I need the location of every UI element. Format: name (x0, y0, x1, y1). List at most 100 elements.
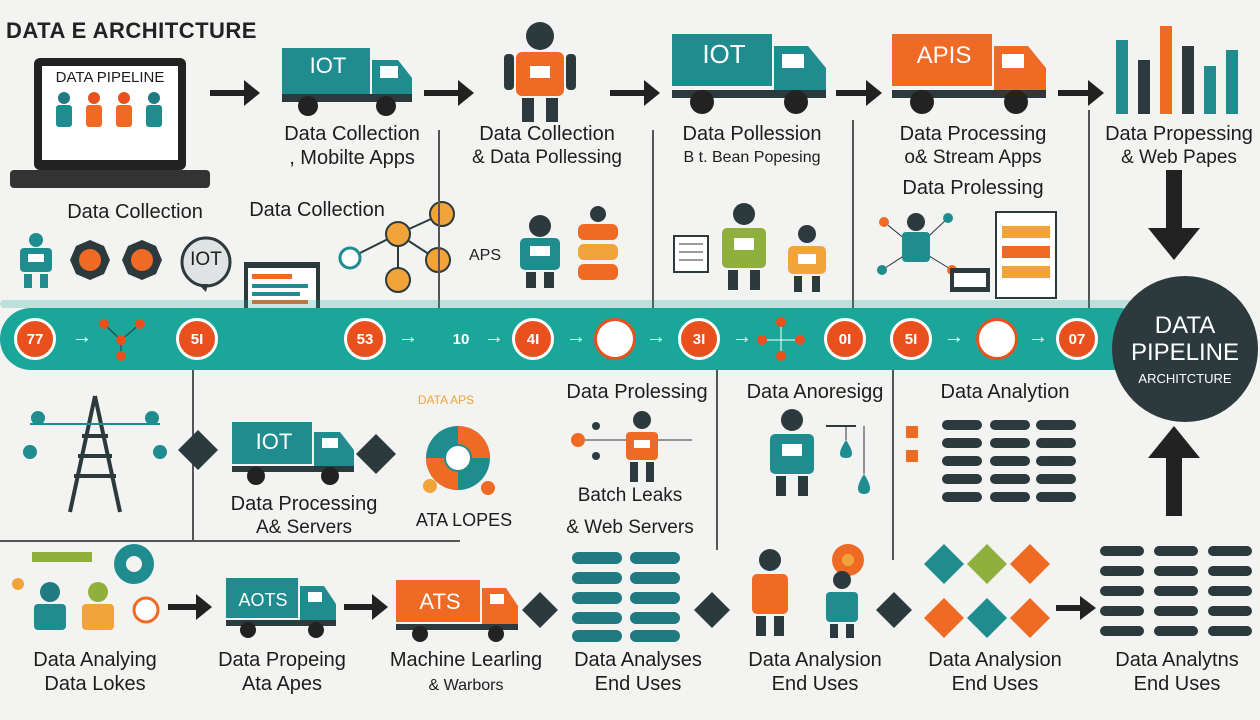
connector-line (716, 370, 718, 550)
laptop-label: DATA PIPELINE (55, 69, 165, 86)
truck-1-label: IOT (309, 53, 347, 78)
robot-icon (520, 215, 560, 288)
caption-4-extra: Data Prolessing (902, 177, 1044, 199)
bottom-1-title: Data Analying (33, 649, 157, 671)
caption-5-title: Data Propessing (1105, 123, 1253, 145)
arrow-right-icon (610, 80, 660, 106)
mid-label-b: Data Collection (249, 199, 385, 221)
aps-label: APS (468, 247, 501, 264)
gauge-node-icon[interactable] (976, 318, 1018, 360)
arrow-right-icon (1058, 80, 1104, 106)
robot-network-icon (571, 411, 692, 482)
transmission-tower-icon (23, 395, 167, 513)
connector-line (852, 120, 854, 330)
bottom-5-sub: End Uses (771, 673, 859, 695)
bottom-4-sub: End Uses (594, 673, 682, 695)
diamond-cluster-icon (924, 544, 1050, 638)
hub-icon (757, 317, 805, 361)
terminal-icon (950, 268, 990, 292)
data-grid-icon (906, 420, 1076, 502)
circle-title-line3: ARCHITCTURE (1138, 370, 1232, 386)
pipeline-node[interactable]: 07 (1056, 318, 1098, 360)
data-label-1: Data Prolessing (566, 381, 708, 403)
caption-3-sub: B t. Bean Popesing (683, 149, 821, 166)
caption-4-sub: o& Stream Apps (904, 147, 1042, 168)
ats-truck-label: ATS (419, 589, 461, 614)
gear-node-icon (70, 240, 110, 280)
bottom-4-title: Data Analyses (574, 649, 702, 671)
truck-3-label: APIS (916, 42, 972, 69)
iot-bubble-label: IOT (190, 249, 222, 270)
arrow-up-icon (1148, 426, 1200, 516)
arrow-right-icon (836, 80, 882, 106)
bar-chart-icon (1116, 26, 1238, 114)
truck-2-label: IOT (702, 39, 746, 69)
pipeline-node[interactable]: 5I (176, 318, 218, 360)
robot-icon (20, 233, 52, 288)
hub-icon (99, 319, 145, 361)
aots-truck-label: AOTS (238, 590, 288, 610)
ata-label: ATA LOPES (415, 510, 513, 530)
caption-5-sub: & Web Papes (1121, 147, 1237, 168)
diamond-connector-icon (522, 592, 558, 628)
small-tag: DATA APS (417, 393, 475, 407)
robot-icon (504, 22, 576, 122)
page-title: DATA E ARCHITCTURE (6, 18, 257, 43)
diamond-connector-icon (356, 434, 396, 474)
robots-gear-icon (12, 544, 160, 630)
caption-1-title: Data Collection (284, 123, 420, 145)
ats-truck-icon (396, 580, 518, 642)
pipeline-band-shadow (0, 300, 1150, 308)
robots-icon (752, 544, 864, 638)
bottom-2-sub: Ata Apes (241, 673, 323, 695)
iot-truck-icon (232, 422, 354, 485)
caption-2-title: Data Collection (479, 123, 615, 145)
data-label-2: Data Anoresigg (746, 381, 884, 403)
robot-network-icon (877, 213, 957, 275)
bottom-3-title: Machine Learling (389, 649, 543, 671)
apis-truck-icon (892, 34, 1046, 114)
dp-title: Data Processing (230, 493, 378, 515)
pipeline-node[interactable]: 0I (824, 318, 866, 360)
document-icon (673, 235, 709, 273)
circle-title-line2: PIPELINE (1130, 338, 1240, 366)
circle-title-line1: DATA (1154, 311, 1216, 339)
iot-truck-icon (672, 34, 826, 114)
pipeline-node[interactable]: 3I (678, 318, 720, 360)
pipeline-node[interactable]: 10 (440, 318, 482, 360)
arrow-right-icon: → (646, 326, 666, 348)
arrow-right-icon (210, 80, 260, 106)
bottom-5-title: Data Analysion (748, 649, 882, 671)
settings-node-icon[interactable] (594, 318, 636, 360)
caption-3-title: Data Pollession (682, 123, 822, 145)
pipeline-node[interactable]: 5I (890, 318, 932, 360)
pipeline-node[interactable]: 77 (14, 318, 56, 360)
data-grid-icon (1100, 546, 1252, 636)
arrow-right-icon: → (398, 326, 418, 348)
pipeline-node[interactable]: 53 (344, 318, 386, 360)
arrow-down-icon (1148, 170, 1200, 260)
mid-label-a: Data Collection (67, 201, 203, 223)
pipeline-title-circle: DATA PIPELINE ARCHITCTURE (1112, 276, 1258, 422)
arrow-right-icon: → (732, 326, 752, 348)
bottom-1-sub: Data Lokes (44, 673, 146, 695)
arrow-right-icon (168, 594, 212, 620)
diamond-connector-icon (876, 592, 912, 628)
caption-4-title: Data Processing (899, 123, 1047, 145)
data-grid-icon (572, 552, 680, 642)
iot-truck-icon (282, 48, 412, 116)
dp-sub: A& Servers (255, 517, 353, 538)
truck-iot-label: IOT (255, 429, 293, 454)
bottom-3-sub: & Warbors (428, 677, 504, 694)
robot-icon (770, 409, 814, 496)
connector-line (0, 540, 460, 542)
diamond-connector-icon (694, 592, 730, 628)
arrow-right-icon: → (72, 326, 92, 348)
pipeline-node[interactable]: 4I (512, 318, 554, 360)
droplet-icon (826, 425, 870, 494)
bottom-6-sub: End Uses (951, 673, 1039, 695)
bottom-7-sub: End Uses (1133, 673, 1221, 695)
diamond-connector-icon (178, 430, 218, 470)
bottom-7-title: Data Analytns (1115, 649, 1239, 671)
arrow-right-icon: → (484, 326, 504, 348)
